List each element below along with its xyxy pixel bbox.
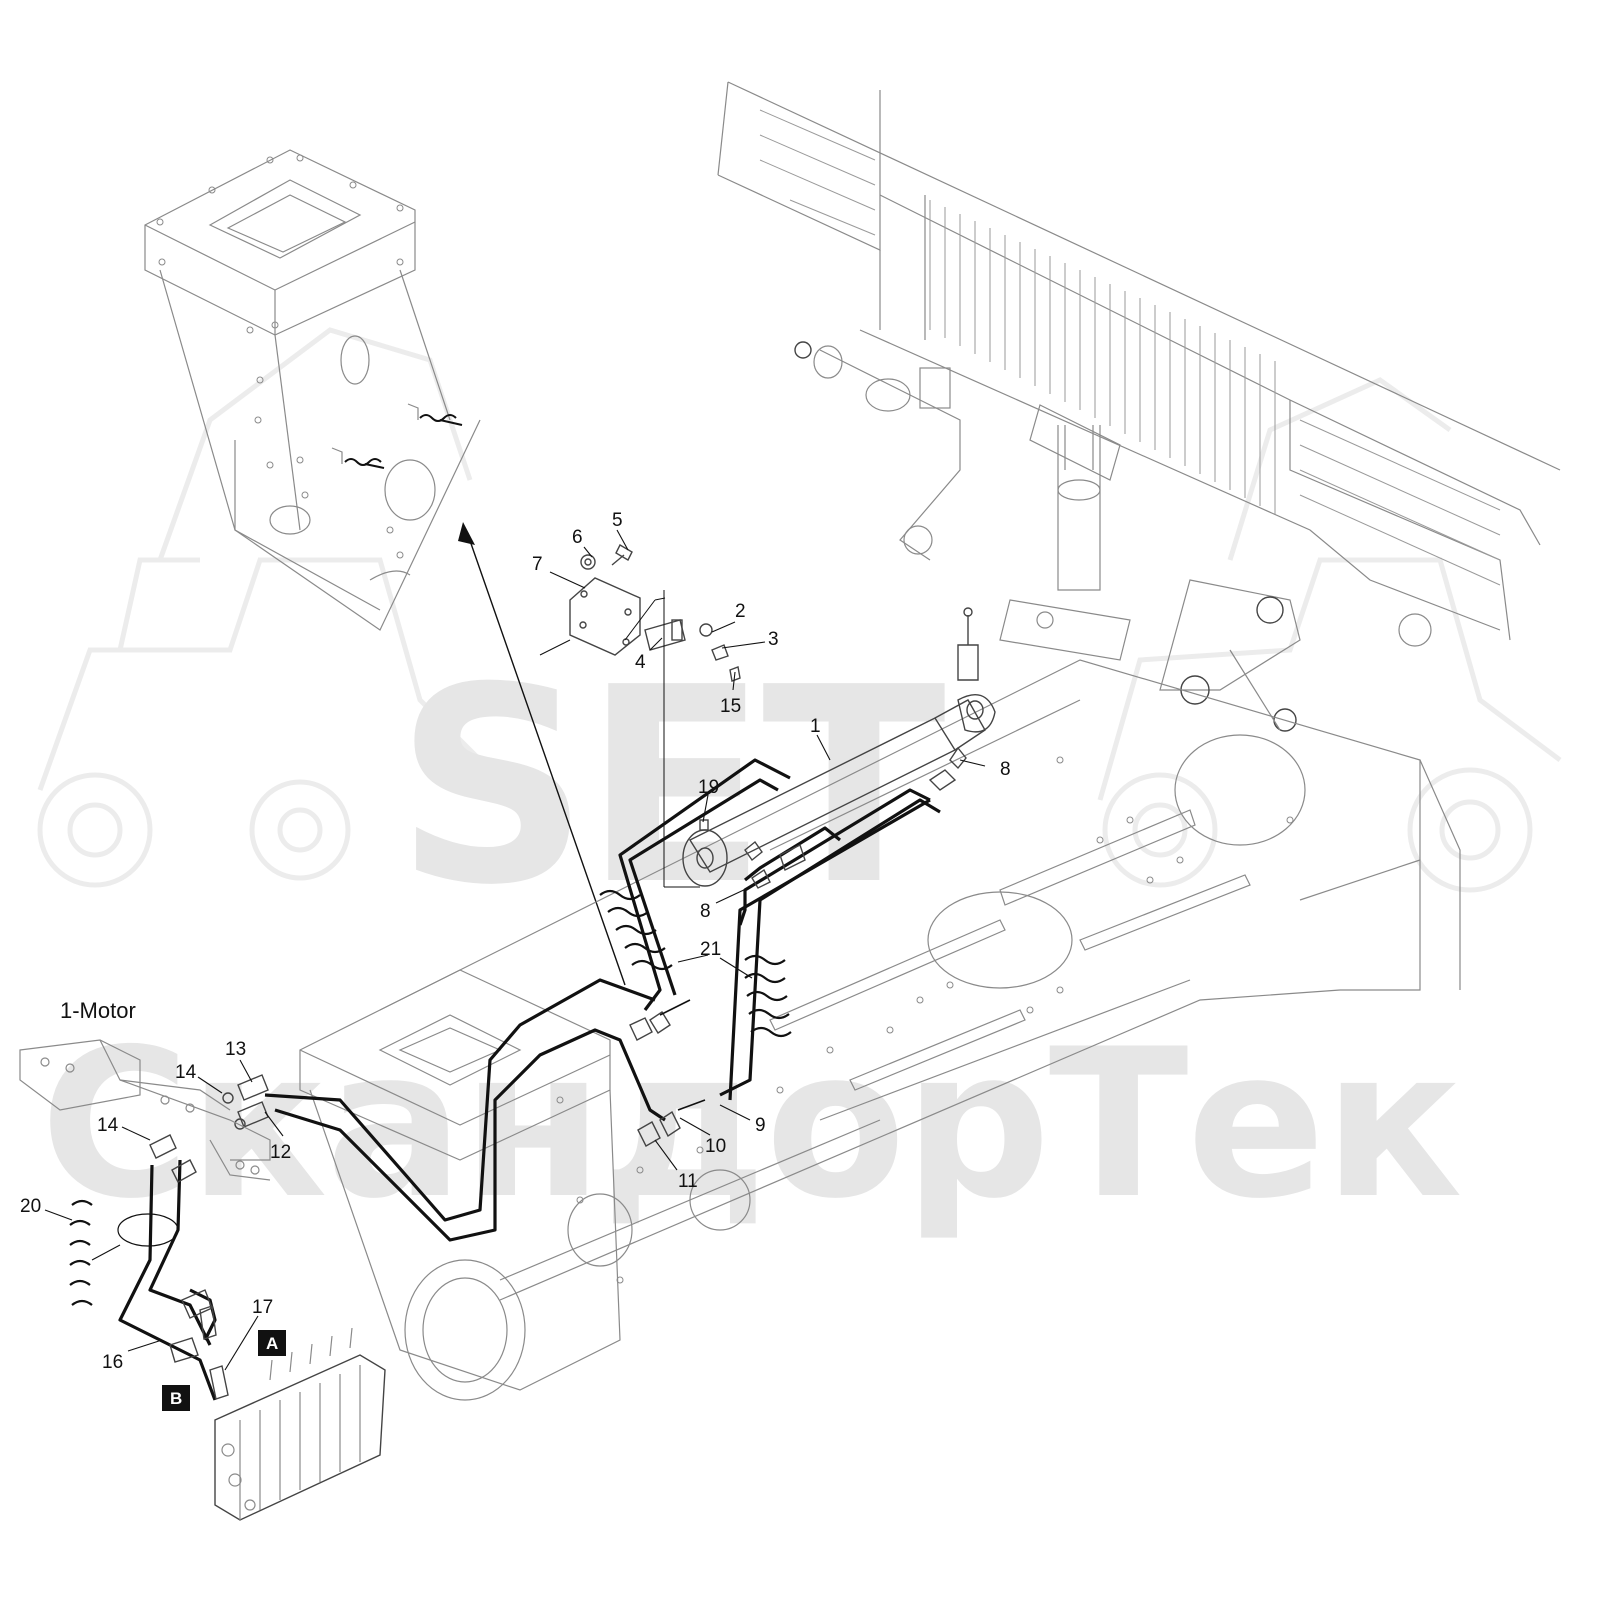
callout-21: 21 xyxy=(700,939,721,960)
callout-16: 16 xyxy=(102,1352,123,1373)
detail-arrow xyxy=(458,522,626,986)
port-label-b-text: B xyxy=(170,1389,182,1408)
watermark-machine-outline-left xyxy=(37,327,482,888)
pedestal-inset xyxy=(144,149,481,631)
callout-8-upper: 8 xyxy=(1000,759,1011,780)
base-pedestal xyxy=(299,969,881,1401)
callout-9: 9 xyxy=(755,1115,766,1136)
pedestal-clamp-upper xyxy=(407,403,463,426)
callout-17: 17 xyxy=(252,1297,273,1318)
pedestal-bolts xyxy=(156,154,404,559)
spiral-wrap-20 xyxy=(69,1199,93,1306)
callout-4: 4 xyxy=(635,652,646,673)
callout-20: 20 xyxy=(20,1196,41,1217)
callout-14-lower: 14 xyxy=(97,1115,119,1136)
callout-12: 12 xyxy=(270,1142,291,1163)
callout-14-upper: 14 xyxy=(175,1062,197,1083)
callout-2: 2 xyxy=(735,601,746,622)
hose-fittings xyxy=(149,746,967,1400)
callout-19: 19 xyxy=(698,777,719,798)
callout-3: 3 xyxy=(768,629,779,650)
callout-7: 7 xyxy=(532,554,543,575)
watermark: SET СкандорТек xyxy=(37,327,1562,1244)
spiral-wrap-21-right xyxy=(744,954,792,1038)
motor-label: 1-Motor xyxy=(60,998,136,1023)
arrow-head-icon xyxy=(458,522,475,545)
main-frame xyxy=(299,659,1461,1401)
watermark-machine-outline-right xyxy=(1097,377,1562,893)
pedestal-clamp-lower xyxy=(331,447,385,469)
callout-6: 6 xyxy=(572,527,583,548)
callout-15: 15 xyxy=(720,696,741,717)
callout-1: 1 xyxy=(810,716,821,737)
callout-5: 5 xyxy=(612,510,623,531)
wrap-detail-ring xyxy=(117,1213,179,1247)
blade-cylinder xyxy=(999,404,1131,661)
callout-8-lower: 8 xyxy=(700,901,711,922)
callouts: 1 2 3 4 5 6 7 8 8 9 10 11 12 13 14 14 15… xyxy=(20,510,1011,1373)
callout-10: 10 xyxy=(705,1136,726,1157)
port-label-a-text: A xyxy=(266,1334,278,1353)
hydraulic-cylinder xyxy=(682,607,996,887)
blade-slats xyxy=(759,109,1501,586)
frame-bolts xyxy=(556,756,1294,1284)
motor-bracket xyxy=(19,1039,271,1181)
callout-13: 13 xyxy=(225,1039,246,1060)
spiral-wrap-21-left xyxy=(599,889,673,971)
watermark-logo: SET xyxy=(395,629,948,944)
control-valve-block xyxy=(214,1327,386,1521)
callout-11: 11 xyxy=(678,1171,698,1192)
blade-assembly xyxy=(717,81,1561,732)
callout-leaders xyxy=(44,529,986,1371)
port-label-a: A xyxy=(258,1330,286,1356)
cover-plate-assembly xyxy=(569,544,741,682)
port-label-b: B xyxy=(162,1385,190,1411)
watermark-company-name: СкандорТек xyxy=(40,1006,1461,1244)
